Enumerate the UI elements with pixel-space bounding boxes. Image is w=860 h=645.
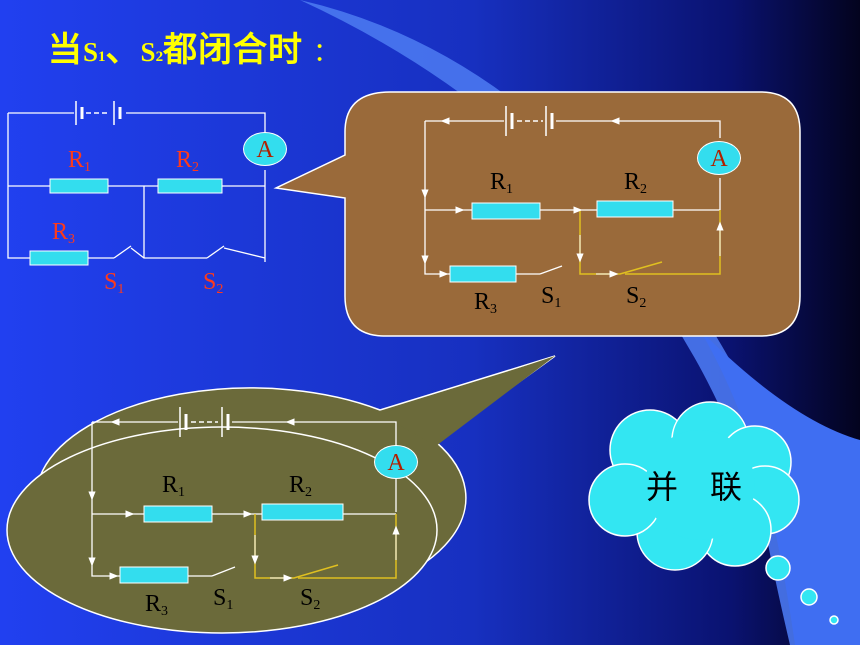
battery-callout-bottom xyxy=(179,407,230,437)
resistor-r2 xyxy=(157,178,223,194)
label-r3-left: R3 xyxy=(52,219,76,247)
callout-bottom-resistor-r2 xyxy=(261,503,344,521)
thought-bubble-large xyxy=(765,555,791,581)
thought-bubble-small xyxy=(829,615,839,625)
ammeter-callout-top: A xyxy=(697,141,741,175)
label-r2-callout-top: R2 xyxy=(624,169,648,197)
label-s1-left: S1 xyxy=(104,269,125,297)
label-r2-left: R2 xyxy=(176,147,200,175)
thought-cloud xyxy=(588,401,800,571)
label-r2-callout-bottom: R2 xyxy=(289,472,313,500)
label-s2-callout-top: S2 xyxy=(626,283,647,311)
current-arrows-top xyxy=(421,117,724,278)
label-s1-callout-bottom: S1 xyxy=(213,585,234,613)
ammeter-callout-bottom: A xyxy=(374,445,418,479)
label-r1-left: R1 xyxy=(68,147,92,175)
battery-left xyxy=(75,101,122,125)
circuit-left xyxy=(7,112,266,262)
ammeter-left: A xyxy=(243,132,287,166)
label-r3-callout-bottom: R3 xyxy=(145,591,169,619)
label-r1-callout-top: R1 xyxy=(490,169,514,197)
battery-callout-top xyxy=(505,106,554,136)
slide-title: 当S1、S2都闭合时： xyxy=(48,30,341,70)
callout-top-resistor-r1 xyxy=(471,202,541,220)
callout-bottom-resistor-r1 xyxy=(143,505,213,523)
resistor-r3 xyxy=(29,250,89,266)
callout-bottom-resistor-r3 xyxy=(119,566,189,584)
thought-bubble-medium xyxy=(800,588,818,606)
label-s2-left: S2 xyxy=(203,269,224,297)
callout-top-resistor-r2 xyxy=(596,200,674,218)
resistor-r1 xyxy=(49,178,109,194)
label-s1-callout-top: S1 xyxy=(541,283,562,311)
callout-top-resistor-r3 xyxy=(449,265,517,283)
label-r1-callout-bottom: R1 xyxy=(162,472,186,500)
thought-cloud-text: 并 联 xyxy=(646,468,743,506)
label-s2-callout-bottom: S2 xyxy=(300,585,321,613)
label-r3-callout-top: R3 xyxy=(474,289,498,317)
current-arrows-bottom xyxy=(88,418,400,582)
callout-bottom-tail-fill xyxy=(380,356,555,446)
